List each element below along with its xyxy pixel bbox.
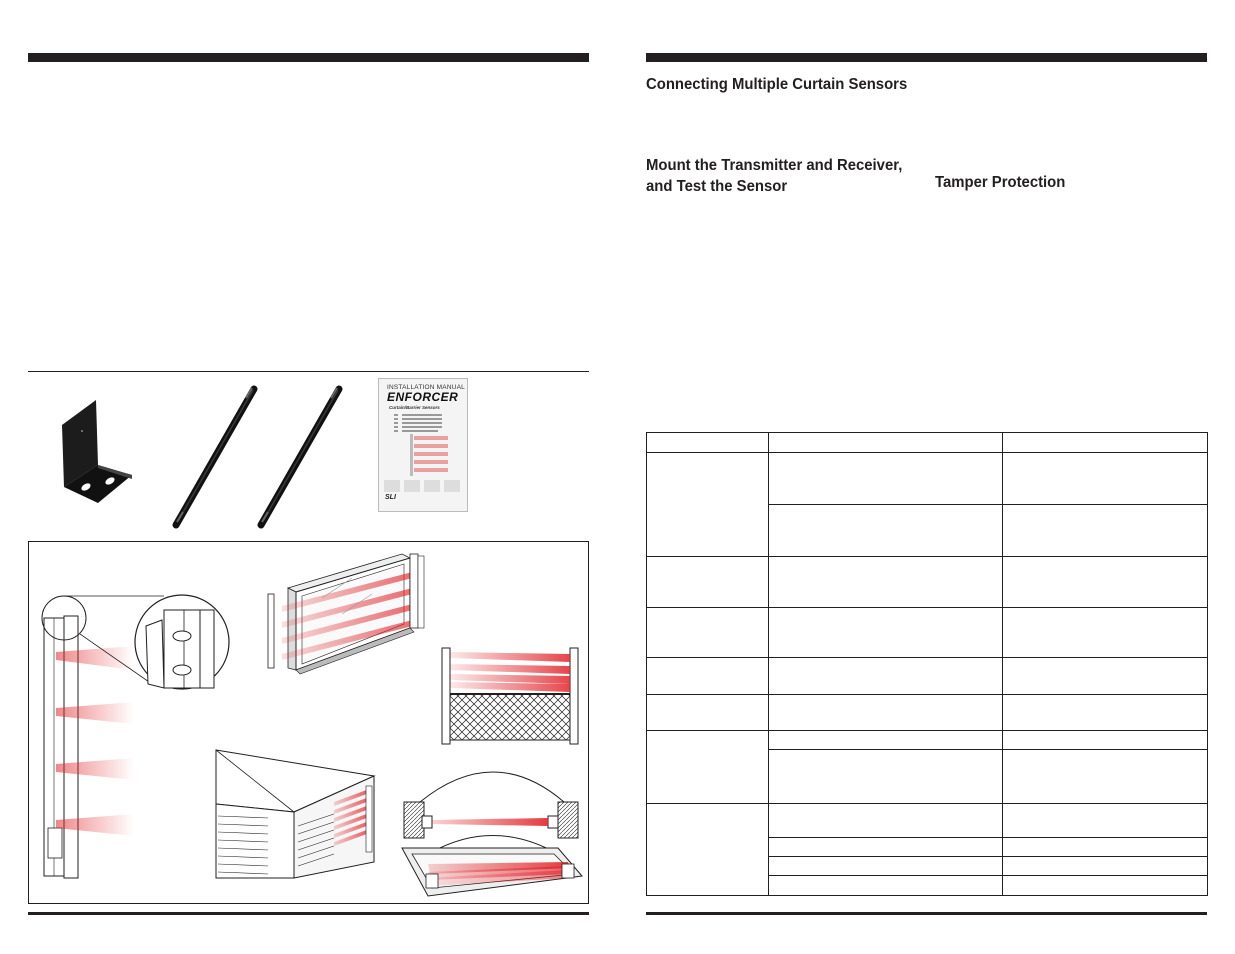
table-row — [646, 452, 1208, 557]
table-cell — [768, 432, 1003, 453]
table-cell — [1002, 803, 1208, 838]
manual-cover-art — [384, 414, 460, 492]
table-cell — [646, 694, 769, 731]
specifications-table — [646, 432, 1208, 896]
window-application-illustration — [267, 553, 425, 675]
table-cell — [1002, 607, 1208, 658]
table-row — [647, 875, 1208, 896]
table-cell — [1002, 657, 1208, 695]
heading-mount-and-test: Mount the Transmitter and Receiver, and … — [646, 157, 903, 195]
table-cell — [646, 607, 769, 658]
table-cell — [1002, 875, 1208, 896]
table-row — [646, 730, 1208, 804]
table-cell — [646, 432, 769, 453]
left-header-rule — [28, 53, 589, 62]
table-row — [646, 694, 1208, 731]
table-cell — [768, 856, 1003, 876]
left-divider-rule — [28, 371, 589, 372]
applications-illustration-frame — [28, 541, 589, 904]
building-application-illustration — [215, 749, 376, 879]
table-row — [646, 803, 1208, 896]
right-footer-rule — [646, 912, 1207, 915]
table-row — [646, 657, 1208, 695]
table-cell — [768, 730, 1003, 750]
manual-cover-brand: ENFORCER — [387, 390, 459, 404]
table-header-row — [646, 432, 1208, 453]
table-cell — [768, 875, 1003, 896]
table-row — [646, 556, 1208, 608]
sensor-closeup-illustration — [41, 594, 230, 879]
table-cell — [1002, 749, 1208, 804]
table-cell — [768, 607, 1003, 658]
table-cell — [768, 657, 1003, 695]
table-cell — [1002, 694, 1208, 731]
table-cell — [1002, 504, 1208, 557]
table-cell — [768, 694, 1003, 731]
table-row — [646, 607, 1208, 658]
table-cell — [1002, 730, 1208, 750]
table-cell — [1002, 452, 1208, 505]
manual-cover-title: INSTALLATION MANUAL — [387, 384, 465, 391]
table-cell — [768, 452, 1003, 505]
table-cell — [768, 749, 1003, 804]
heading-connecting-multiple-sensors: Connecting Multiple Curtain Sensors — [646, 76, 908, 93]
fence-application-illustration — [441, 647, 579, 745]
table-cell — [1002, 432, 1208, 453]
table-cell — [768, 837, 1003, 857]
table-cell — [646, 803, 769, 896]
table-cell — [1002, 556, 1208, 608]
doorway-application-illustration — [401, 771, 583, 897]
left-footer-rule — [28, 912, 589, 915]
table-cell — [646, 730, 769, 804]
mounting-bracket-illustration — [62, 400, 132, 503]
table-cell — [646, 556, 769, 608]
table-cell — [1002, 837, 1208, 857]
table-row — [647, 504, 1208, 557]
table-cell — [768, 803, 1003, 838]
heading-tamper-protection: Tamper Protection — [935, 174, 1066, 191]
table-cell — [646, 452, 769, 557]
transmitter-bar-illustration — [172, 385, 258, 529]
right-header-rule — [646, 53, 1207, 62]
manual-cover-subtitle: Curtain/Barrier Sensors — [389, 405, 440, 410]
receiver-bar-illustration — [257, 385, 343, 529]
table-cell — [1002, 856, 1208, 876]
table-row — [647, 749, 1208, 804]
table-cell — [768, 504, 1003, 557]
manual-cover-logo: SLI — [385, 494, 396, 501]
table-cell — [646, 657, 769, 695]
installation-manual-cover: INSTALLATION MANUAL ENFORCER Curtain/Bar… — [378, 378, 468, 512]
table-cell — [768, 556, 1003, 608]
